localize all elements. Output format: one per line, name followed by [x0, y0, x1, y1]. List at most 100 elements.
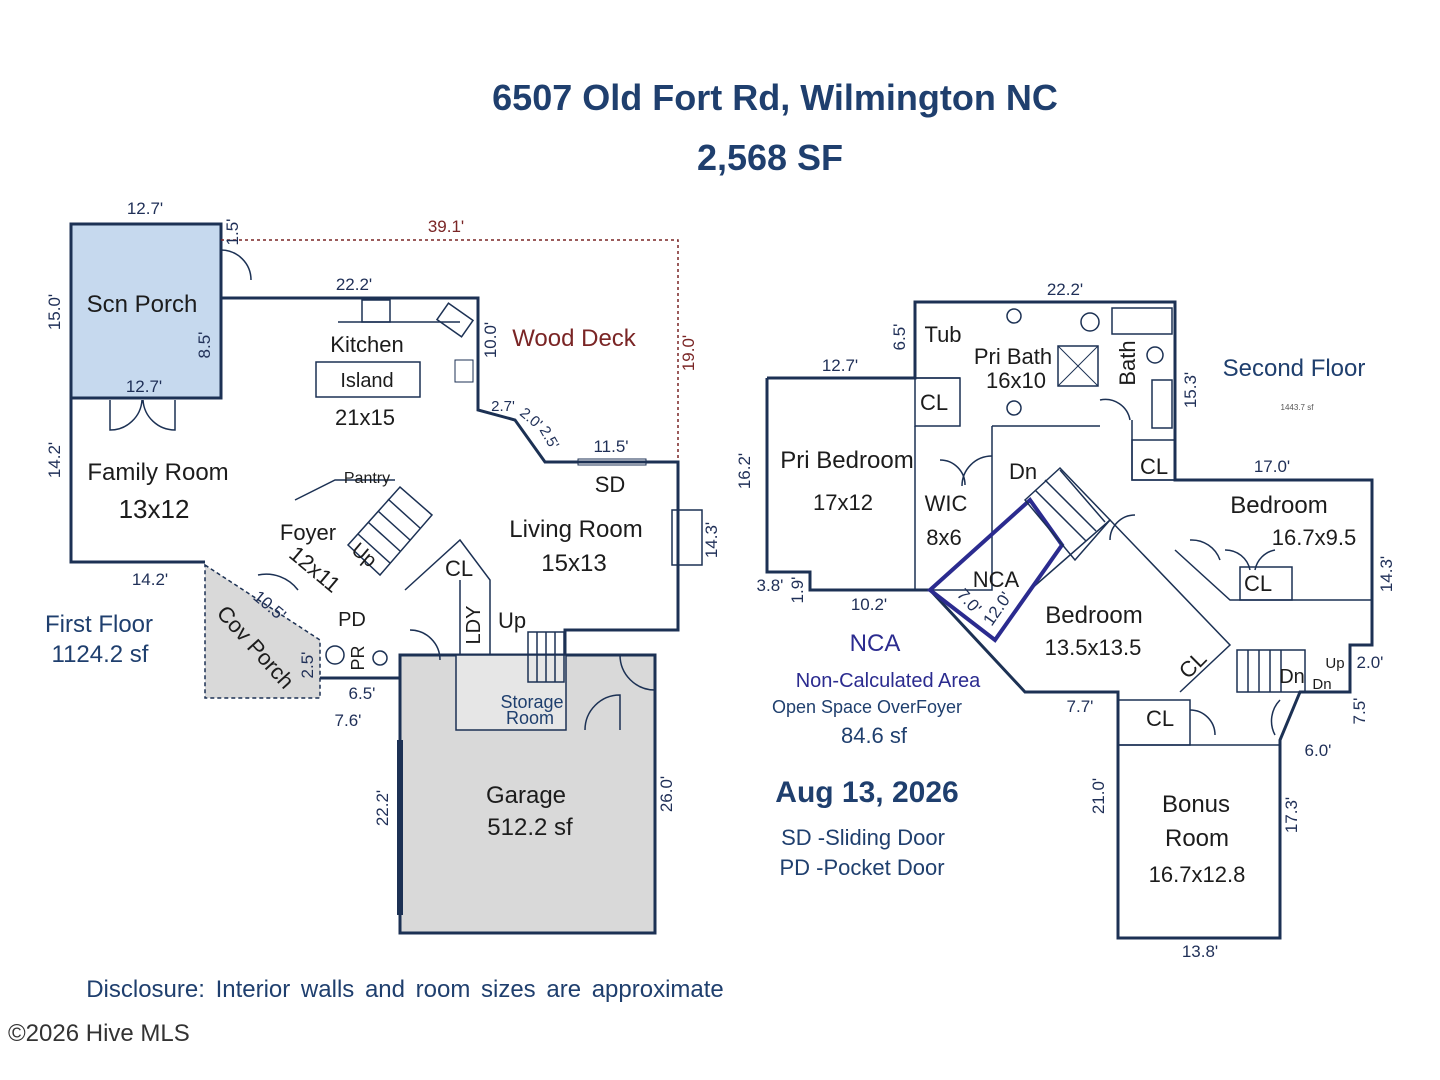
bath-door-icon	[1099, 398, 1131, 421]
wood-deck-label: Wood Deck	[512, 325, 637, 352]
dim-3-8: 3.8'	[757, 576, 784, 595]
storage-room-label: Room	[506, 708, 554, 728]
bonus-room-size: 16.7x12.8	[1149, 862, 1246, 887]
cov-porch-area	[204, 563, 321, 699]
kitchen-label: Kitchen	[330, 332, 403, 357]
wic-size: 8x6	[926, 525, 961, 550]
dim-cov-2-5: 2.5'	[298, 652, 317, 679]
foyer-size: 12x11	[284, 541, 345, 598]
stairs-down-label: Dn	[1009, 459, 1037, 484]
storage-room-area	[455, 654, 567, 731]
copyright-text: ©2026 Hive MLS	[8, 1020, 190, 1047]
dim-living-14-3: 14.3'	[702, 522, 721, 558]
plan-date: Aug 13, 2026	[775, 776, 958, 809]
pri-bath-sink-icon	[1006, 308, 1022, 324]
stairs-down-label-3: Dn	[1312, 676, 1331, 693]
dim-porch-1-5: 1.5'	[223, 219, 242, 246]
pri-bath-sink-icon-2	[1006, 400, 1022, 416]
nca-legend-line2: Open Space OverFoyer	[772, 697, 962, 717]
scn-porch-label: Scn Porch	[87, 291, 198, 318]
dim-garage-right: 26.0'	[657, 776, 676, 812]
french-door-icon	[109, 399, 176, 431]
wic-label: WIC	[925, 491, 968, 516]
dim-porch-top: 12.7'	[127, 199, 163, 218]
bedroom2-door-icon	[1109, 514, 1136, 541]
garage-area-label: 512.2 sf	[487, 814, 573, 841]
pri-bedroom-door-icon	[961, 455, 993, 487]
first-floor-area: 1124.2 sf	[52, 641, 149, 668]
second-floor-label: Second Floor	[1223, 355, 1366, 382]
dim-porch-8-5: 8.5'	[195, 332, 214, 359]
bedroom1-label: Bedroom	[1230, 492, 1327, 519]
dim-bonus-17-3: 17.3'	[1282, 797, 1301, 833]
dim-porch-bottom: 12.7'	[126, 377, 162, 396]
dim-family-bottom: 14.2'	[132, 570, 168, 589]
dim-bed-17-0: 17.0'	[1254, 457, 1290, 476]
dim-nca-12-0: 12.0'	[979, 589, 1015, 630]
pri-bath-label: Pri Bath	[974, 344, 1052, 369]
dim-pri-12-7: 12.7'	[822, 356, 858, 375]
pocket-door-label: PD	[338, 609, 366, 631]
sliding-door-icon	[577, 458, 647, 466]
stairs-up-label-2: Up	[498, 608, 526, 633]
closet-walls	[404, 538, 491, 655]
dim-pri-16-2: 16.2'	[735, 453, 754, 489]
dim-deck-19: 19.0'	[679, 335, 698, 371]
storage-door-icon	[584, 694, 621, 731]
pri-bedroom-size: 17x12	[813, 490, 873, 515]
dim-bed-14-3: 14.3'	[1377, 556, 1396, 592]
powder-room-toilet-icon	[325, 645, 345, 665]
kitchen-size: 21x15	[335, 405, 395, 430]
tub-icon	[1111, 307, 1173, 335]
pantry-walls	[294, 479, 395, 501]
stairs-up-label-3: Up	[1325, 655, 1344, 672]
closet-c-doors-icon	[1224, 549, 1276, 571]
bedroom2-label: Bedroom	[1045, 602, 1142, 629]
bath-label: Bath	[1115, 340, 1140, 385]
first-floor-plan	[69, 222, 703, 935]
nca-legend-title: NCA	[850, 630, 901, 657]
dim-7-7: 7.7'	[1067, 697, 1094, 716]
storage-label: Storage	[500, 692, 563, 712]
laundry-label: LDY	[463, 606, 485, 645]
dim-bonus-21-0: 21.0'	[1089, 778, 1108, 814]
bonus-room-label: Room	[1165, 825, 1229, 852]
island-label: Island	[340, 370, 393, 392]
dim-sd-11-5: 11.5'	[593, 437, 628, 456]
powder-room-label: PR	[348, 645, 368, 670]
dim-tub-6-5: 6.5'	[890, 324, 909, 351]
garage-label: Garage	[486, 782, 566, 809]
dim-garage-left: 22.2'	[373, 790, 392, 826]
garage-stairs	[527, 631, 565, 683]
stairs-up-label: Up	[347, 539, 381, 572]
nca-legend-line1: Non-Calculated Area	[796, 670, 981, 692]
bedroom1-door-icon	[1189, 539, 1221, 561]
bedroom1-size: 16.7x9.5	[1272, 525, 1356, 550]
address-title: 6507 Old Fort Rd, Wilmington NC	[492, 77, 1058, 118]
first-floor-label: First Floor	[45, 611, 153, 638]
dim-pr-6-5: 6.5'	[349, 684, 376, 703]
dim-bonus-13-8: 13.8'	[1182, 942, 1218, 961]
back-stairs	[1236, 649, 1306, 693]
second-floor-plan	[765, 300, 1374, 940]
family-room-walls	[69, 398, 205, 564]
dim-6-0: 6.0'	[1305, 741, 1332, 760]
cooktop-icon	[361, 299, 391, 323]
nca-label: NCA	[973, 567, 1020, 592]
nca-legend-area: 84.6 sf	[841, 723, 908, 748]
legend-pocket-door: PD -Pocket Door	[779, 855, 944, 880]
second-floor-stairs	[1023, 466, 1112, 562]
island-outline	[315, 361, 421, 398]
fridge-icon	[454, 359, 474, 383]
living-room-size: 15x13	[541, 550, 606, 577]
dim-family-side: 14.2'	[45, 442, 64, 478]
closet-label-b: CL	[1140, 454, 1168, 479]
foyer-label: Foyer	[280, 520, 336, 545]
dim-bath-15-3: 15.3'	[1181, 372, 1200, 408]
closet-label-c: CL	[1244, 571, 1272, 596]
dim-1-9: 1.9'	[788, 577, 807, 604]
dim-pr-7-6: 7.6'	[335, 711, 362, 730]
dim-angle-2-7: 2.7'	[491, 398, 515, 415]
scn-porch-area	[69, 222, 223, 400]
wic-walls	[914, 426, 993, 591]
